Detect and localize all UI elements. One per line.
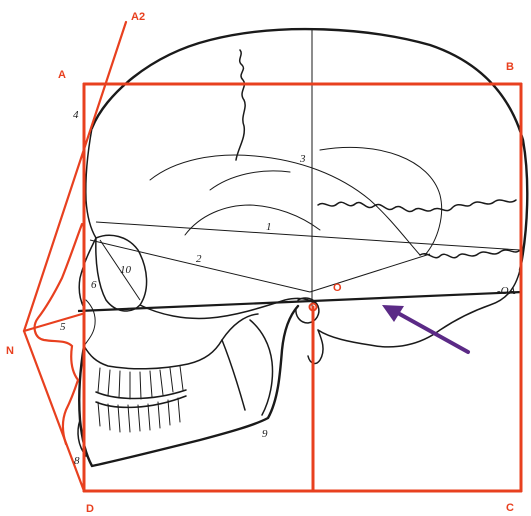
inner-curve — [320, 147, 442, 255]
number-6: 6 — [91, 279, 97, 291]
squamosal-suture — [185, 205, 320, 235]
forehead-outline — [86, 128, 96, 238]
label-oa: -OA — [497, 285, 516, 297]
label-b: B — [506, 61, 514, 73]
nasal-bone — [79, 238, 96, 308]
pointer-arrow-icon — [382, 305, 468, 352]
label-n: N — [6, 345, 14, 357]
mandible — [79, 306, 298, 466]
number-10: 10 — [120, 264, 132, 276]
inner-temporal — [210, 171, 290, 190]
label-a: A — [58, 69, 66, 81]
number-3: 3 — [299, 153, 306, 165]
nasal-cavity — [84, 300, 95, 346]
coronal-suture — [236, 50, 245, 160]
upper-jaw — [84, 340, 222, 369]
lower-teeth — [96, 396, 186, 432]
line-n-5 — [24, 314, 82, 331]
line-n-d — [24, 331, 84, 491]
number-1: 1 — [266, 221, 272, 233]
mandible-ramus — [222, 320, 273, 415]
coronoid-process — [222, 314, 258, 340]
lambdoid-suture — [318, 200, 516, 212]
number-8: 8 — [74, 455, 80, 467]
line-2b — [310, 254, 430, 292]
label-a2: A2 — [131, 11, 145, 23]
skull-drawing — [78, 29, 527, 466]
upper-teeth — [96, 366, 186, 399]
number-9: 9 — [262, 428, 268, 440]
lambdoid-suture-lower — [420, 250, 520, 258]
number-4: 4 — [73, 109, 79, 121]
label-o: O — [333, 282, 342, 294]
label-c: C — [506, 502, 514, 514]
line-a2-n — [24, 22, 126, 331]
line-1 — [96, 222, 520, 250]
red-frame — [24, 22, 521, 491]
label-d: D — [86, 503, 94, 515]
number-2: 2 — [196, 253, 202, 265]
mastoid-process — [308, 330, 323, 363]
face-profile — [35, 224, 82, 444]
number-5: 5 — [60, 321, 66, 333]
cranium-outline — [92, 29, 527, 270]
occipital-outline — [318, 270, 520, 347]
